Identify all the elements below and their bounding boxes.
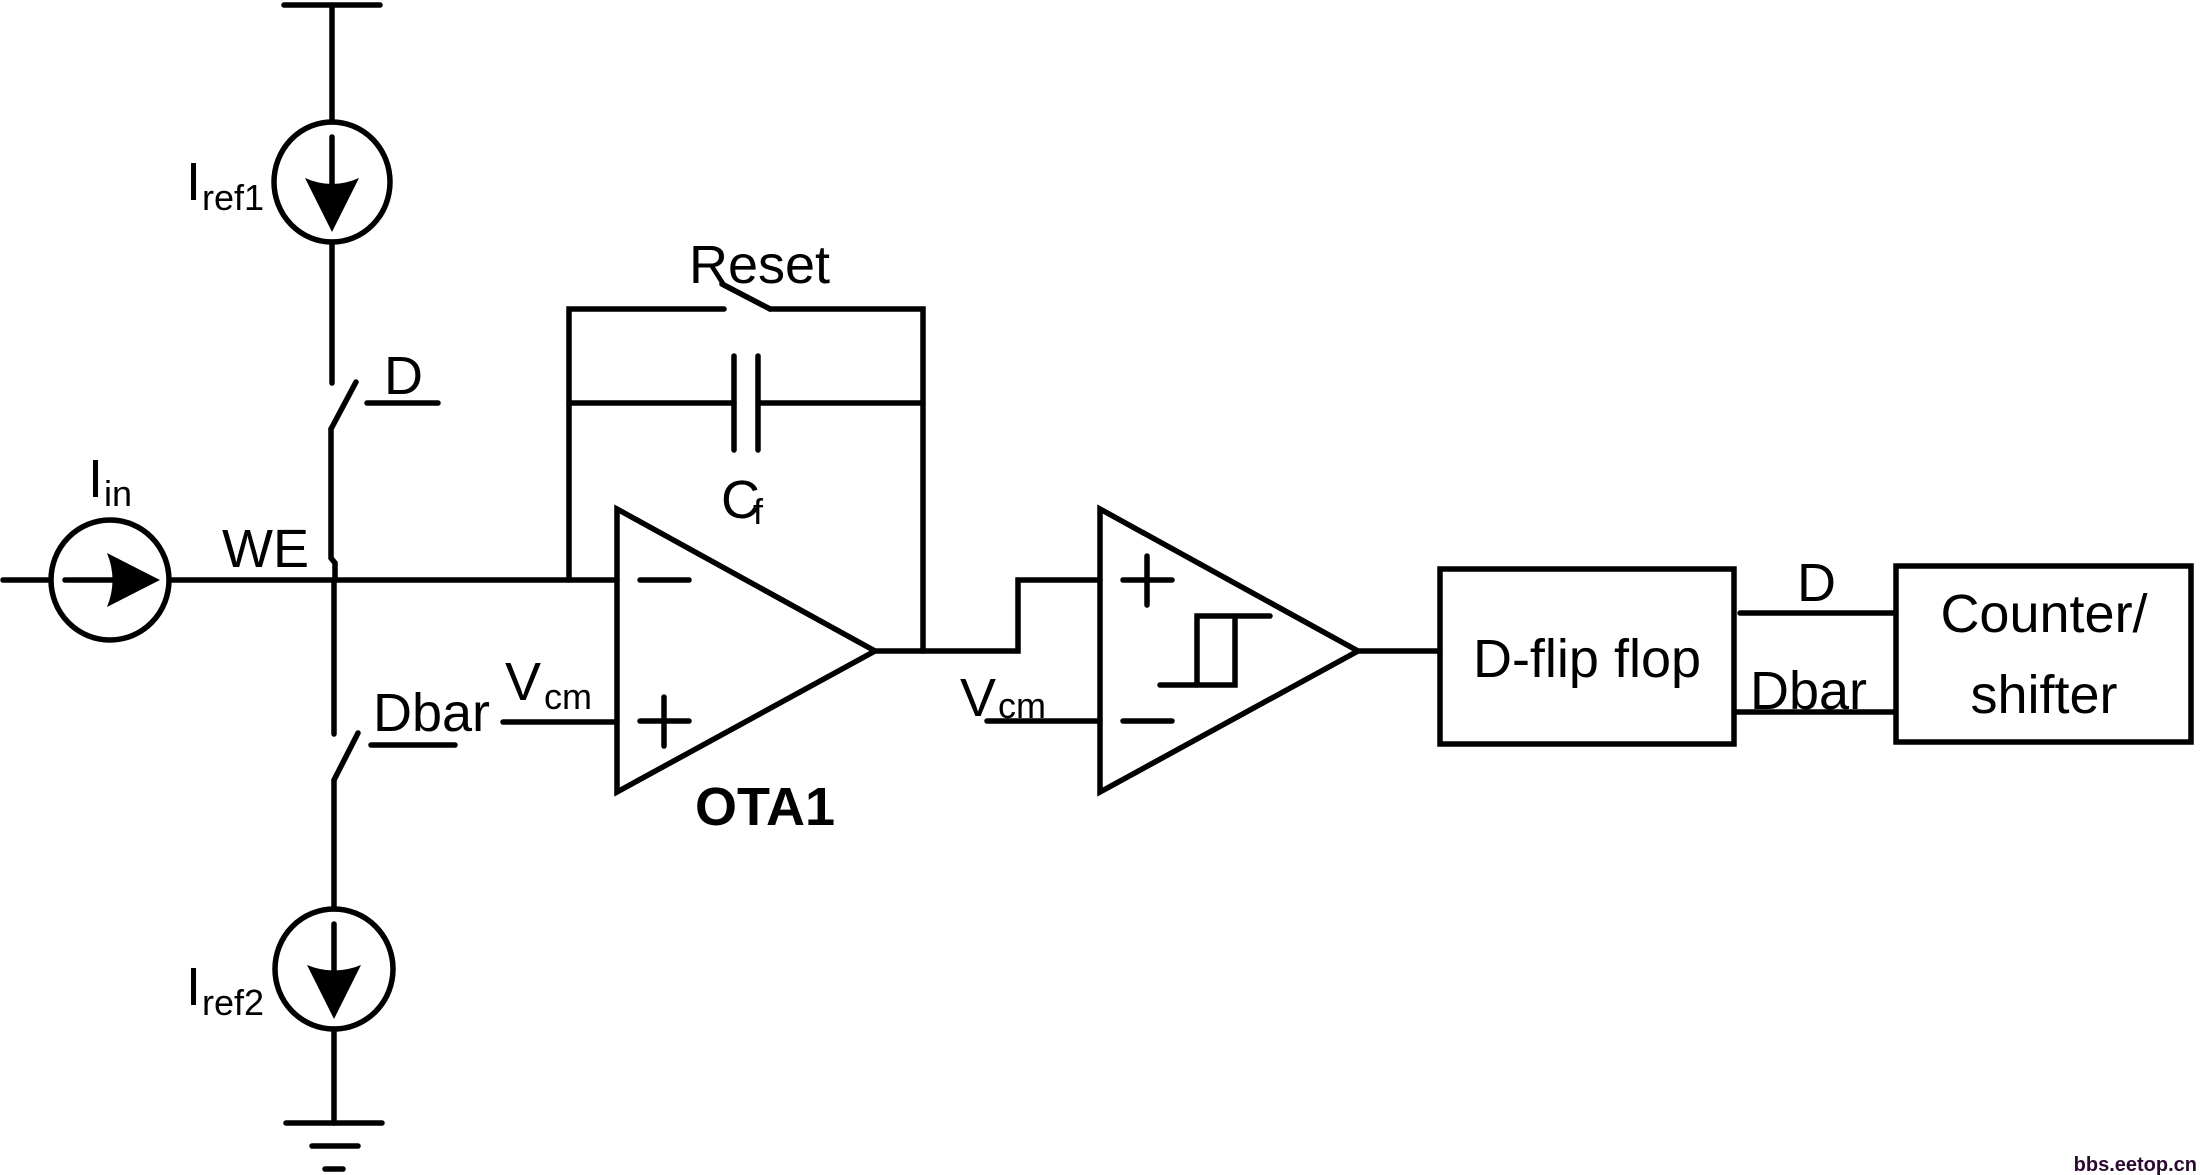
iref2-label: I [186,957,201,1017]
iref1-subscript: ref1 [202,177,264,218]
counter-label-line2: shifter [1970,665,2117,725]
output-dbar-label: Dbar [1750,661,1867,721]
ground-icon [283,1120,385,1172]
switch-blade-icon [331,730,361,783]
ota-vcm-label: V [505,652,541,712]
switch-d-label: D [384,346,423,406]
arrow-down-icon [307,965,361,1019]
vdd-rail [281,2,383,125]
switch-blade-icon [328,379,359,432]
iin-current-source: I in [0,449,172,643]
switch-dbar: Dbar [331,577,490,912]
dff-label: D-flip flop [1473,629,1701,689]
iref2-subscript: ref2 [202,982,264,1023]
reset-switch-blade-icon [719,281,773,312]
output-d-label: D [1797,553,1836,613]
feedback-network: Reset C f [566,235,926,654]
cf-subscript: f [753,491,764,532]
ota-vcm-subscript: cm [544,676,592,717]
counter-shifter-block: Counter/ shifter [1893,563,2194,745]
arrow-right-icon [107,553,160,607]
d-flip-flop-block: D-flip flop [1437,566,1737,747]
we-node: WE [167,519,620,583]
reset-label: Reset [689,235,830,295]
cf-label: C [721,470,760,530]
ota1-label: OTA1 [695,777,835,837]
comparator-vcm-subscript: cm [998,685,1046,726]
iin-label: I [88,449,103,509]
switch-d: D [328,346,441,581]
dff-outputs: D Dbar [1731,553,1899,721]
counter-label-line1: Counter/ [1940,584,2147,644]
iref1-current-source: I ref1 [186,119,393,386]
comparator-vcm-label: V [960,668,996,728]
switch-dbar-label: Dbar [373,683,490,743]
watermark: bbs.eetop.cn [2074,1154,2197,1175]
iref2-current-source: I ref2 [186,906,396,1126]
we-label: WE [222,519,309,579]
arrow-down-icon [305,178,359,232]
comparator: V cm [960,504,1443,797]
ota1: V cm OTA1 [500,504,1103,837]
opamp-triangle-icon [614,504,881,797]
iin-subscript: in [104,473,132,514]
hysteresis-icon [1157,613,1273,688]
iref1-label: I [186,152,201,212]
comparator-triangle-icon [1097,504,1364,797]
